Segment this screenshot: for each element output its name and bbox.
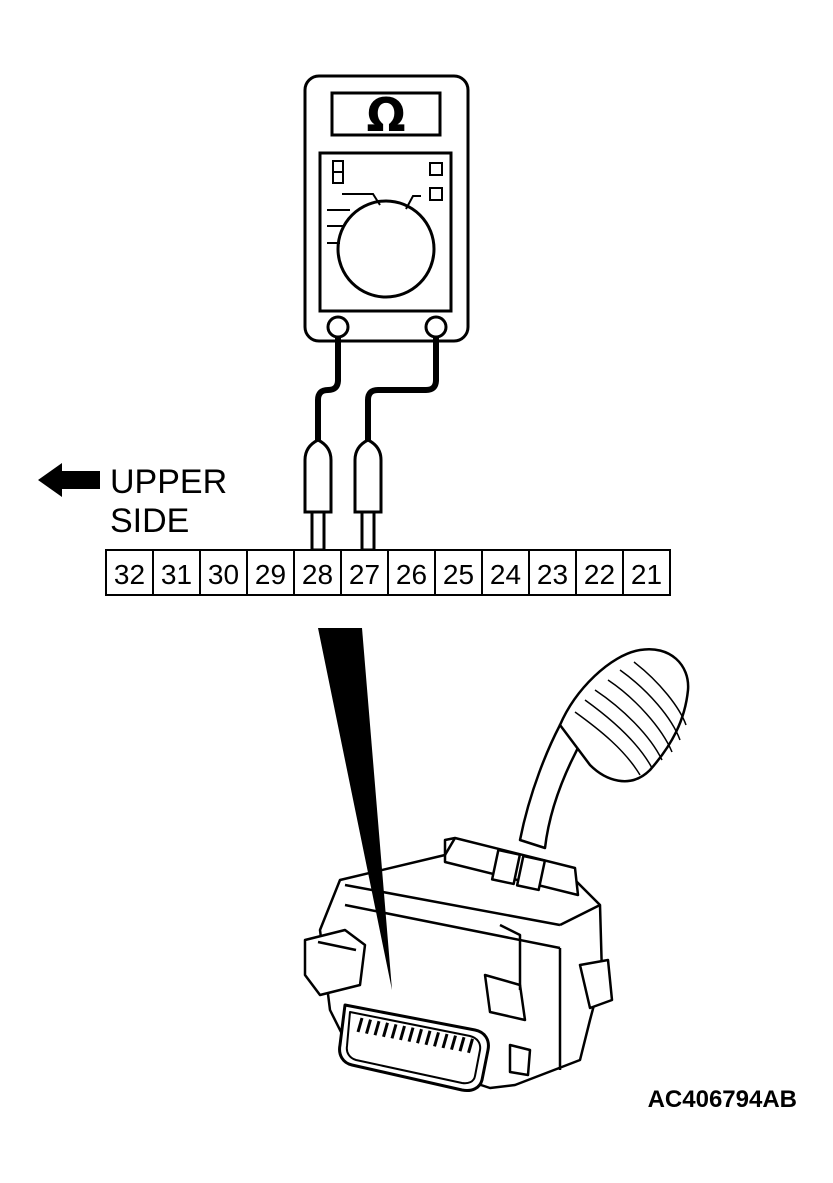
lead-wire-right bbox=[365, 337, 439, 445]
arrow-left-icon bbox=[38, 463, 100, 497]
test-leads bbox=[315, 337, 439, 445]
direction-label-line2: SIDE bbox=[110, 502, 189, 540]
combination-switch bbox=[303, 647, 690, 1092]
terminal-number: 28 bbox=[302, 559, 333, 590]
connector-pin bbox=[407, 1027, 415, 1043]
terminal-number: 27 bbox=[349, 559, 380, 590]
terminal-cell: 22 bbox=[575, 550, 615, 595]
selector-dial-icon bbox=[336, 199, 436, 299]
jack-right-icon bbox=[424, 315, 448, 339]
connector-pin bbox=[467, 1038, 474, 1054]
terminal-cell: 27 bbox=[340, 550, 380, 595]
connector-pin bbox=[458, 1036, 466, 1052]
terminal-number: 32 bbox=[114, 559, 145, 590]
terminal-number: 24 bbox=[490, 559, 521, 590]
terminal-number: 29 bbox=[255, 559, 286, 590]
terminal-number: 22 bbox=[584, 559, 615, 590]
probe-left bbox=[303, 438, 333, 552]
connector-pin bbox=[424, 1030, 432, 1046]
terminal-number: 25 bbox=[443, 559, 474, 590]
terminal-cell: 23 bbox=[528, 550, 568, 595]
connector-pin bbox=[382, 1022, 389, 1038]
connector-pin bbox=[373, 1020, 381, 1036]
connector-pin bbox=[441, 1033, 449, 1049]
lead-wire-left bbox=[315, 337, 341, 445]
ohm-symbol: Ω bbox=[366, 88, 405, 142]
terminal-cell: 31 bbox=[152, 550, 192, 595]
terminal-cell: 24 bbox=[481, 550, 521, 595]
connector-pin bbox=[433, 1031, 440, 1047]
terminal-cell: 32 bbox=[114, 559, 145, 590]
ohmmeter-display bbox=[330, 91, 442, 137]
terminal-number: 23 bbox=[537, 559, 568, 590]
terminal-cell: 25 bbox=[434, 550, 474, 595]
terminal-cell: 26 bbox=[387, 550, 427, 595]
connector-pin bbox=[450, 1035, 457, 1051]
terminal-cell: 28 bbox=[293, 550, 333, 595]
connector-pin bbox=[416, 1028, 423, 1044]
ohmmeter-body bbox=[303, 74, 470, 343]
terminal-number: 21 bbox=[631, 559, 662, 590]
ohmmeter-panel bbox=[318, 151, 453, 313]
terminal-cell: 21 bbox=[622, 550, 662, 595]
callout-wedge bbox=[318, 628, 392, 990]
connector-pin bbox=[390, 1023, 398, 1039]
switch-right-bottom-icon bbox=[429, 187, 443, 201]
probe-right bbox=[353, 438, 383, 552]
connector-pins bbox=[356, 1017, 474, 1054]
terminal-cell: 30 bbox=[199, 550, 239, 595]
switch-right-top-icon bbox=[429, 162, 443, 176]
connector-pin bbox=[365, 1019, 372, 1035]
terminal-number: 26 bbox=[396, 559, 427, 590]
ohmmeter bbox=[303, 74, 470, 343]
connector-pin bbox=[399, 1025, 406, 1041]
terminal-number: 30 bbox=[208, 559, 239, 590]
jack-left-icon bbox=[326, 315, 350, 339]
terminal-number: 31 bbox=[161, 559, 192, 590]
direction-label-line1: UPPER bbox=[110, 463, 227, 501]
terminal-cell: 29 bbox=[246, 550, 286, 595]
terminal-strip: 32 31 30 29 28 27 26 25 24 23 22 21 bbox=[105, 549, 671, 596]
figure-code: AC406794AB bbox=[648, 1086, 797, 1113]
connector-pin bbox=[356, 1017, 364, 1033]
